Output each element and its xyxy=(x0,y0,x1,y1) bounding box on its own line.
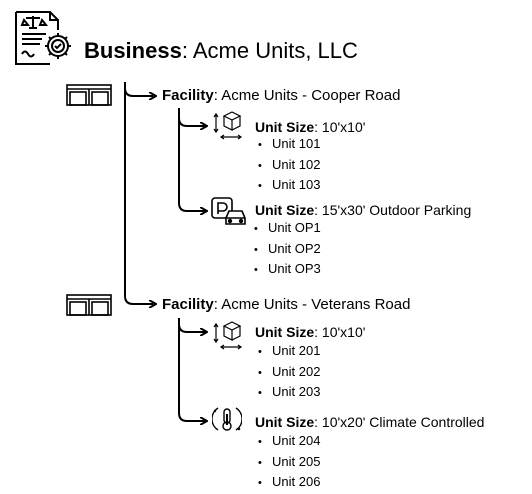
unit-size-1-separator: : xyxy=(314,119,322,135)
business-label: Business xyxy=(84,38,182,63)
unit-size-3-heading: Unit Size: 10'x10' xyxy=(255,324,365,340)
box-dimensions-icon xyxy=(212,110,244,140)
unit-size-4-value: 10'x20' Climate Controlled xyxy=(321,414,485,430)
list-item: Unit 103 xyxy=(258,175,320,196)
storage-garage-icon xyxy=(66,84,112,106)
unit-size-3-separator: : xyxy=(314,324,322,340)
unit-size-1-heading: Unit Size: 10'x10' xyxy=(255,119,365,135)
facility-1-connector xyxy=(124,87,155,96)
facility-1-heading: Facility: Acme Units - Cooper Road xyxy=(162,87,400,104)
unit-list-3: Unit 201 Unit 202 Unit 203 xyxy=(258,341,320,403)
list-item: Unit OP1 xyxy=(254,218,321,239)
unit-list-2: Unit OP1 Unit OP2 Unit OP3 xyxy=(254,218,321,280)
facility-1-separator: : xyxy=(213,87,222,104)
list-item: Unit OP3 xyxy=(254,259,321,280)
storage-garage-icon xyxy=(66,294,112,316)
business-title: Business: Acme Units, LLC xyxy=(84,38,358,64)
facility-1-trunk xyxy=(178,108,206,211)
facility-1-name: Acme Units - Cooper Road xyxy=(221,87,401,104)
list-item: Unit 101 xyxy=(258,134,320,155)
thermometer-climate-icon xyxy=(211,404,243,434)
facility-2-name: Acme Units - Veterans Road xyxy=(221,296,411,313)
parking-car-icon xyxy=(211,196,247,226)
list-item: Unit 201 xyxy=(258,341,320,362)
unit-size-3-value: 10'x10' xyxy=(321,324,366,340)
facility-2-separator: : xyxy=(213,296,222,313)
business-name: Acme Units, LLC xyxy=(192,38,358,63)
facility-2-label: Facility xyxy=(162,296,214,313)
unit-size-1-label: Unit Size xyxy=(255,119,315,135)
list-item: Unit 102 xyxy=(258,155,320,176)
business-separator: : xyxy=(181,38,193,63)
list-item: Unit 206 xyxy=(258,472,320,493)
unit-size-2-label: Unit Size xyxy=(255,202,315,218)
unit-size-4-separator: : xyxy=(314,414,322,430)
unit-size-2-separator: : xyxy=(314,202,322,218)
unit-list-4: Unit 204 Unit 205 Unit 206 xyxy=(258,431,320,493)
facility-2-heading: Facility: Acme Units - Veterans Road xyxy=(162,296,410,313)
unit-size-2-value: 15'x30' Outdoor Parking xyxy=(321,202,472,218)
list-item: Unit OP2 xyxy=(254,239,321,260)
unit-size-3-label: Unit Size xyxy=(255,324,315,340)
facility-1-label: Facility xyxy=(162,87,214,104)
list-item: Unit 204 xyxy=(258,431,320,452)
unit-size-4-heading: Unit Size: 10'x20' Climate Controlled xyxy=(255,414,484,430)
list-item: Unit 205 xyxy=(258,452,320,473)
unit-size-1-connector xyxy=(178,117,206,126)
unit-size-3-connector xyxy=(178,323,206,332)
unit-size-1-value: 10'x10' xyxy=(321,119,366,135)
trunk-connector xyxy=(124,82,155,304)
list-item: Unit 202 xyxy=(258,362,320,383)
box-dimensions-icon xyxy=(212,320,244,350)
unit-size-2-heading: Unit Size: 15'x30' Outdoor Parking xyxy=(255,202,471,218)
legal-document-gear-icon xyxy=(10,6,74,70)
unit-list-1: Unit 101 Unit 102 Unit 103 xyxy=(258,134,320,196)
facility-2-trunk xyxy=(178,318,206,421)
list-item: Unit 203 xyxy=(258,382,320,403)
unit-size-4-label: Unit Size xyxy=(255,414,315,430)
